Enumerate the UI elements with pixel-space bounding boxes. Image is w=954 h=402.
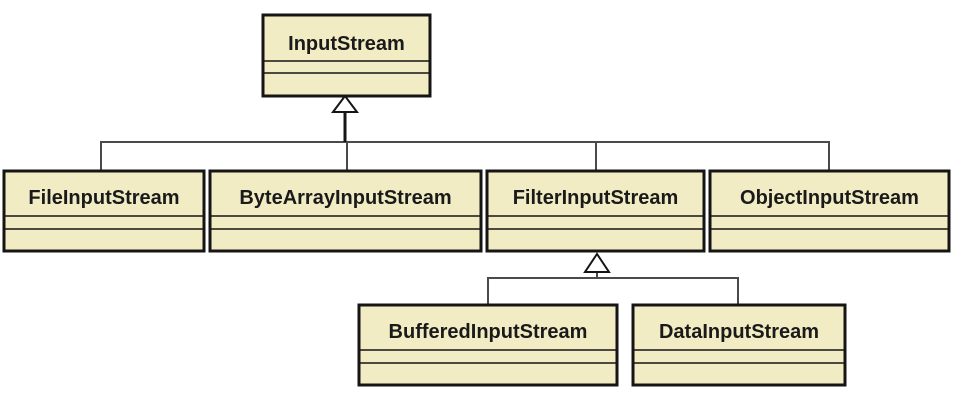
class-datainputstream: DataInputStream (631, 303, 847, 387)
inheritance-connectors-filterinputstream (487, 252, 739, 305)
class-name: ByteArrayInputStream (239, 187, 451, 209)
class-name: BufferedInputStream (389, 321, 588, 343)
generalization-arrow-filterinputstream (583, 252, 611, 273)
connector-bufferedinputstream (487, 277, 739, 305)
class-name: ObjectInputStream (740, 187, 919, 209)
class-name: FilterInputStream (513, 187, 679, 209)
class-name: FileInputStream (28, 187, 179, 209)
connector-fileinputstream (100, 141, 345, 171)
class-inputstream: InputStream (261, 13, 432, 98)
inheritance-connectors-inputstream (100, 94, 830, 171)
class-name: DataInputStream (659, 321, 819, 343)
generalization-arrow-inputstream (331, 94, 359, 113)
connector-filterinputstream (345, 141, 597, 171)
class-objectinputstream: ObjectInputStream (708, 169, 951, 253)
class-bufferedinputstream: BufferedInputStream (357, 303, 619, 387)
class-fileinputstream: FileInputStream (2, 169, 206, 253)
class-name: InputStream (288, 33, 405, 55)
connector-objectinputstream (596, 141, 830, 171)
class-filterinputstream: FilterInputStream (485, 169, 706, 253)
class-bytearrayinputstream: ByteArrayInputStream (208, 169, 483, 253)
